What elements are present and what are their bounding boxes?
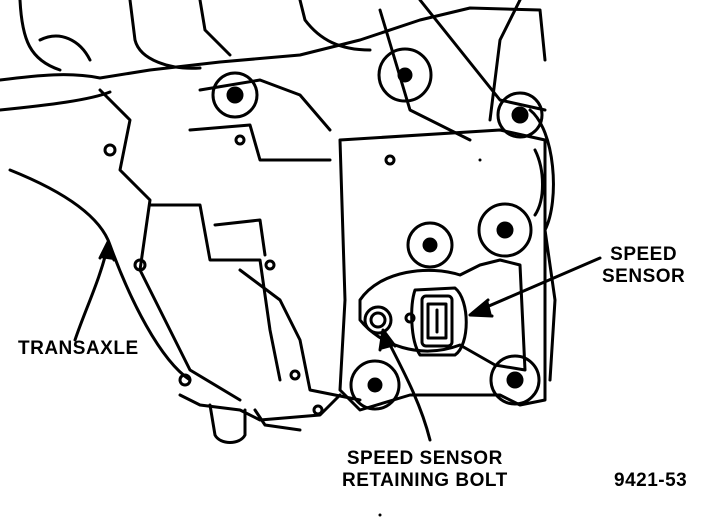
transaxle-body xyxy=(8,78,362,444)
figure-number: 9421-53 xyxy=(614,470,688,491)
leader-lines xyxy=(73,240,602,442)
retaining-bolt xyxy=(363,305,393,335)
retaining-bolt-label-line1: SPEED SENSOR xyxy=(346,448,503,469)
retaining-bolt-label: SPEED SENSOR RETAINING BOLT xyxy=(342,448,508,492)
speed-sensor-label-line1: SPEED xyxy=(610,244,678,265)
speed-sensor-label-line2: SENSOR xyxy=(602,265,686,287)
speed-sensor-body xyxy=(404,286,468,357)
transaxle-label: TRANSAXLE xyxy=(18,338,139,359)
retaining-bolt-label-line2: RETAINING BOLT xyxy=(342,469,508,491)
speed-sensor-label: SPEED SENSOR xyxy=(602,244,685,288)
upper-housing xyxy=(0,0,547,142)
mounting-bosses xyxy=(211,47,544,411)
